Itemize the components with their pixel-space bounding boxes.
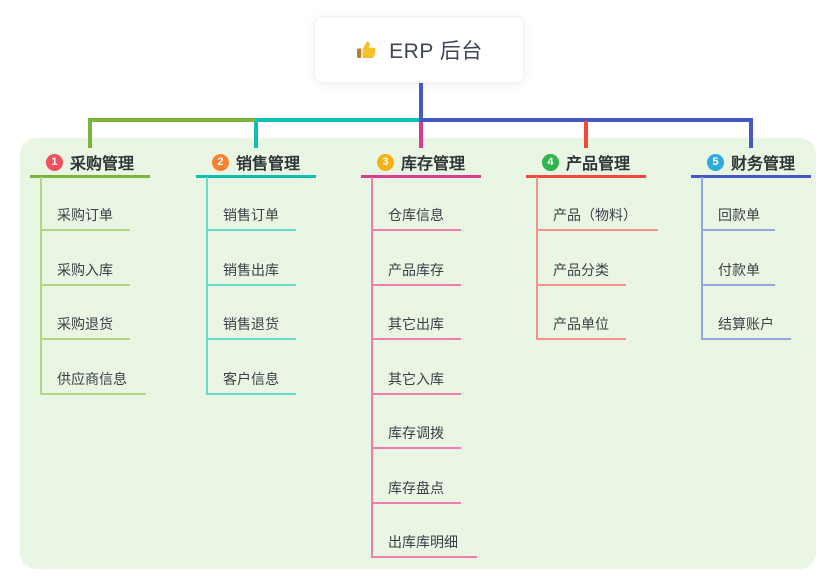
child-underline <box>40 393 146 395</box>
branch-title: 采购管理 <box>69 156 134 173</box>
branch-underline <box>361 175 481 178</box>
child-underline <box>371 393 461 395</box>
child-underline <box>206 338 296 340</box>
child-underline <box>40 284 130 286</box>
branch-number-badge: 1 <box>45 153 63 171</box>
child-node-结算账户[interactable]: 结算账户 <box>718 316 774 332</box>
child-underline <box>206 229 296 231</box>
child-node-其它出库[interactable]: 其它出库 <box>388 316 444 332</box>
children-spine <box>371 177 373 558</box>
child-underline <box>371 229 461 231</box>
child-underline <box>206 393 296 395</box>
child-node-销售订单[interactable]: 销售订单 <box>223 207 279 223</box>
child-node-采购退货[interactable]: 采购退货 <box>57 316 113 332</box>
branch-drop-connector <box>88 121 92 148</box>
child-underline <box>701 338 791 340</box>
child-node-库存盘点[interactable]: 库存盘点 <box>388 480 444 496</box>
child-node-付款单[interactable]: 付款单 <box>718 262 760 278</box>
child-underline <box>536 284 626 286</box>
child-node-产品分类[interactable]: 产品分类 <box>553 262 609 278</box>
child-node-采购订单[interactable]: 采购订单 <box>57 207 113 223</box>
branch-underline <box>691 175 811 178</box>
root-connector <box>419 83 423 122</box>
child-underline <box>371 284 461 286</box>
child-underline <box>536 338 626 340</box>
child-node-销售退货[interactable]: 销售退货 <box>223 316 279 332</box>
child-node-仓库信息[interactable]: 仓库信息 <box>388 207 444 223</box>
branch-drop-connector <box>419 121 423 148</box>
children-spine <box>536 177 538 340</box>
trunk-segment-teal <box>256 118 421 122</box>
root-node[interactable]: ERP 后台 <box>314 16 524 83</box>
branch-drop-connector <box>254 121 258 148</box>
child-underline <box>701 229 775 231</box>
trunk-segment-green <box>88 118 256 122</box>
branch-underline <box>30 175 150 178</box>
branch-node-采购管理[interactable]: 1 采购管理 <box>30 149 150 175</box>
child-node-回款单[interactable]: 回款单 <box>718 207 760 223</box>
branch-title: 销售管理 <box>235 156 300 173</box>
child-underline <box>371 447 461 449</box>
child-underline <box>371 556 477 558</box>
thumbs-up-icon <box>355 38 379 62</box>
branch-drop-connector <box>749 121 753 148</box>
child-node-产品库存[interactable]: 产品库存 <box>388 262 444 278</box>
child-node-销售出库[interactable]: 销售出库 <box>223 262 279 278</box>
branch-node-财务管理[interactable]: 5 财务管理 <box>691 149 811 175</box>
branch-number-badge: 5 <box>706 153 724 171</box>
branch-number-badge: 4 <box>541 153 559 171</box>
background-panel <box>20 138 816 569</box>
child-underline <box>536 229 658 231</box>
child-node-库存调拨[interactable]: 库存调拨 <box>388 425 444 441</box>
child-node-采购入库[interactable]: 采购入库 <box>57 262 113 278</box>
branch-number-badge: 3 <box>376 153 394 171</box>
branch-title: 财务管理 <box>730 156 795 173</box>
child-node-产品（物料）[interactable]: 产品（物料） <box>553 207 637 223</box>
child-node-产品单位[interactable]: 产品单位 <box>553 316 609 332</box>
child-underline <box>701 284 775 286</box>
branch-node-库存管理[interactable]: 3 库存管理 <box>361 149 481 175</box>
branch-node-销售管理[interactable]: 2 销售管理 <box>196 149 316 175</box>
child-underline <box>40 338 130 340</box>
child-node-供应商信息[interactable]: 供应商信息 <box>57 371 127 387</box>
branch-drop-connector <box>584 121 588 148</box>
branch-underline <box>526 175 646 178</box>
child-node-客户信息[interactable]: 客户信息 <box>223 371 279 387</box>
child-underline <box>371 502 461 504</box>
child-underline <box>40 229 130 231</box>
branch-number-badge: 2 <box>211 153 229 171</box>
child-underline <box>371 338 461 340</box>
branch-title: 产品管理 <box>565 156 630 173</box>
trunk-segment-blue <box>421 118 753 122</box>
branch-node-产品管理[interactable]: 4 产品管理 <box>526 149 646 175</box>
child-node-出库库明细[interactable]: 出库库明细 <box>388 534 458 550</box>
child-node-其它入库[interactable]: 其它入库 <box>388 371 444 387</box>
child-underline <box>206 284 296 286</box>
children-spine <box>701 177 703 340</box>
branch-underline <box>196 175 316 178</box>
root-label: ERP 后台 <box>389 39 483 63</box>
branch-title: 库存管理 <box>400 156 465 173</box>
